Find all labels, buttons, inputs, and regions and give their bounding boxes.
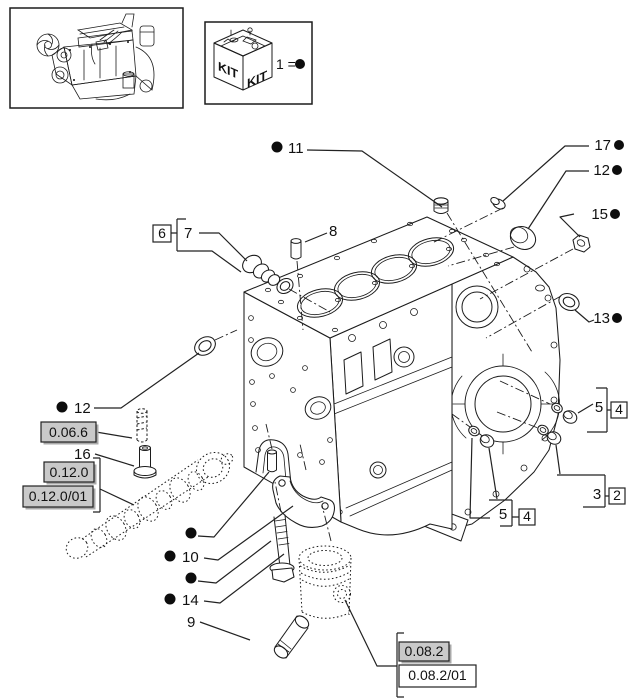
part-cap-bolt (269, 514, 295, 583)
callout-6: 6 (158, 225, 166, 241)
part-seal-12-left (194, 336, 216, 356)
callout-12-left: 12 (74, 400, 91, 417)
kit-bullet-icon (295, 59, 305, 69)
part-hex-plug-15 (572, 234, 591, 253)
engine-thumbnail-art (36, 13, 155, 101)
kit-dot-12-left (56, 401, 68, 413)
part-seal-13 (558, 292, 580, 312)
part-plug-17 (490, 196, 506, 210)
callout-7: 7 (184, 225, 192, 242)
callout-8: 8 (329, 223, 337, 240)
engine-thumbnail-box[interactable] (9, 7, 184, 109)
kit-legend-box: KIT KIT 1 = (204, 21, 313, 105)
part-camshaft-phantom (65, 451, 234, 559)
part-cup-plug-12-right (509, 226, 537, 250)
ref-number-box-4-side[interactable] (610, 401, 628, 419)
callout-12-right: 12 (593, 162, 610, 179)
leader-lines (93, 145, 611, 698)
callout-15: 15 (591, 206, 608, 223)
kit-dot-10 (164, 550, 176, 562)
kit-dot-11 (271, 141, 283, 153)
centerlines (214, 207, 574, 542)
ref-label-0066: 0.06.6 (49, 424, 88, 440)
deck-bolt-holes (264, 221, 500, 333)
callout-16: 16 (74, 446, 91, 463)
kit-dot-12-right (612, 165, 622, 175)
callout-10: 10 (182, 549, 199, 566)
part-pin-16 (133, 444, 157, 479)
kit-dot-b (185, 572, 197, 584)
ref-label-0082: 0.08.2 (405, 643, 444, 659)
kit-dot-17 (614, 140, 624, 150)
part-plug-7 (242, 254, 294, 295)
callout-17: 17 (594, 137, 611, 154)
ref-number-box-4-bottom[interactable] (518, 508, 536, 526)
ref-number-box-6[interactable] (152, 224, 172, 243)
callout-13: 13 (593, 310, 610, 327)
part-piston-phantom (298, 545, 352, 619)
part-bearing-cap (272, 475, 336, 528)
callout-14: 14 (182, 592, 199, 609)
kit-dot-15 (610, 209, 620, 219)
ref-number-box-2[interactable] (608, 487, 626, 505)
part-fastener-set-3 (537, 424, 562, 445)
kit-dot-14 (164, 593, 176, 605)
ref-box-0082-01[interactable]: 0.08.2/01 (398, 664, 477, 688)
callouts: 11 6 7 8 12 0.06.6 16 0.12.0 0.12.0/01 1… (22, 137, 628, 688)
ref-label-0120-01: 0.12.0/01 (29, 488, 88, 504)
part-tube-9 (273, 615, 310, 659)
ref-label-0120: 0.12.0 (50, 464, 89, 480)
callout-3: 3 (593, 486, 601, 503)
kit-dot-13 (612, 313, 622, 323)
callout-11: 11 (288, 140, 304, 157)
ref-box-0120[interactable]: 0.12.0 (43, 461, 97, 485)
kit-dot-a (185, 527, 197, 539)
callout-9: 9 (187, 614, 195, 631)
ref-box-0082[interactable]: 0.08.2 (398, 641, 452, 664)
kit-equals-label: 1 = (276, 56, 296, 72)
callout-4-bottom: 4 (523, 508, 531, 524)
callout-5-side: 5 (595, 399, 603, 416)
callout-2: 2 (613, 487, 621, 503)
part-fastener-set-side (551, 402, 578, 424)
part-fastener-set-bottom (468, 425, 495, 448)
ref-box-0066[interactable]: 0.06.6 (40, 421, 99, 445)
ref-label-0082-01: 0.08.2/01 (408, 667, 467, 683)
cylinder-bores (296, 237, 455, 318)
callout-4-side: 4 (615, 401, 623, 417)
engine-block-drawing (243, 216, 561, 542)
part-stud-0066 (136, 408, 148, 443)
part-dowel-8 (290, 238, 302, 260)
part-dowel-pin-bottom (266, 449, 278, 473)
ref-box-0120-01[interactable]: 0.12.0/01 (22, 485, 96, 510)
callout-5-bottom: 5 (499, 506, 507, 523)
